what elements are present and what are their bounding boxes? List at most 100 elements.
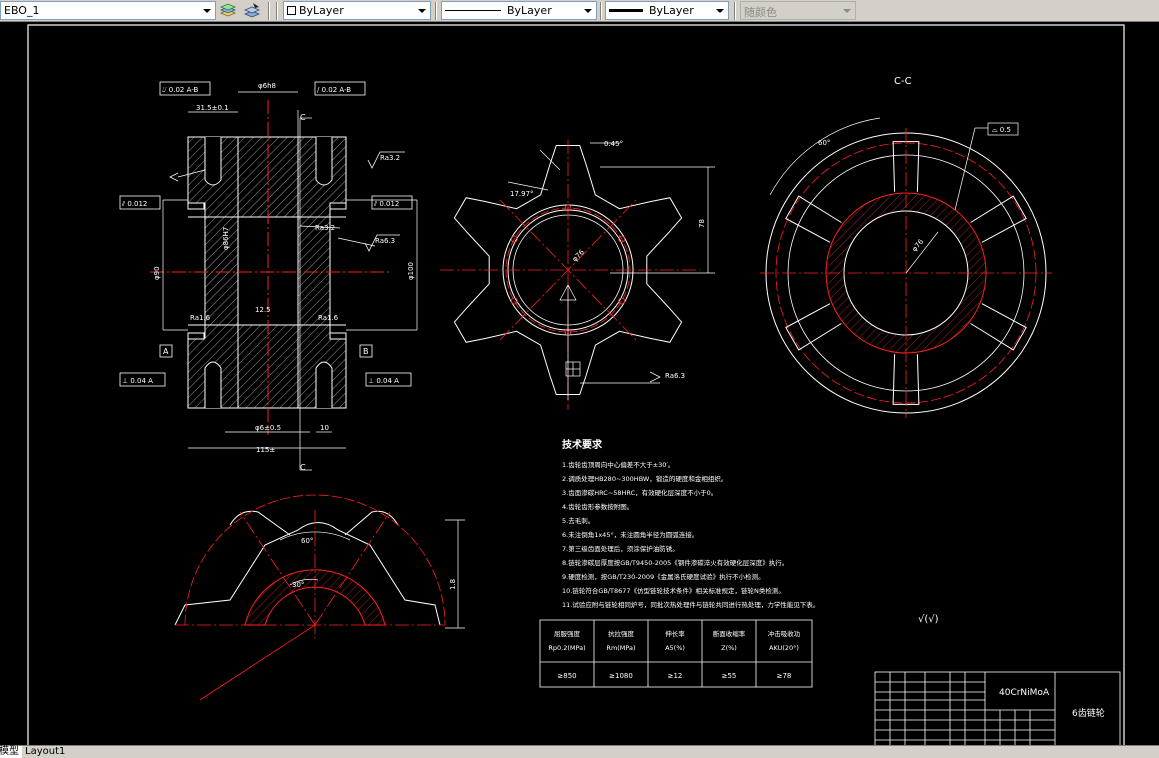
datum-a-label: A: [163, 347, 169, 356]
roughness-text: Ra3.2: [380, 154, 400, 162]
table-value-cell: ≥1080: [609, 672, 633, 680]
linetype-preview: [445, 10, 501, 11]
dim-text: 78: [698, 219, 706, 228]
plot-style-value: 随颜色: [744, 6, 777, 19]
tech-note: 10.链轮符合GB/T8677《仿型链轮技术条件》相关标准规定，链轮N类检测。: [562, 586, 785, 595]
angle-text: 30°: [292, 581, 304, 589]
roughness-note: √(√): [918, 614, 939, 625]
layer-dropdown[interactable]: EBO_1: [0, 1, 216, 20]
front-dimensions: [162, 91, 418, 471]
table-value-cell: ≥78: [777, 672, 792, 680]
tech-note: 7.第三级齿面处理后，须涂保护油防锈。: [562, 544, 679, 553]
toolbar-separator: [268, 2, 270, 20]
dim-text: 12.5: [255, 306, 271, 314]
table-header-cell: 屈服强度: [554, 629, 581, 638]
dim-text: φ6±0.5: [255, 424, 281, 432]
section-label-top: C: [300, 113, 306, 122]
roughness-text: Ra6.3: [375, 237, 395, 245]
dim-text: φ86H7: [222, 227, 230, 250]
angle-text: 60°: [818, 139, 830, 147]
angle-text: 60°: [301, 537, 313, 545]
table-header-cell: 冲击吸收功: [768, 629, 801, 638]
title-block: [874, 671, 1121, 745]
angle-text: 17.97°: [510, 190, 534, 198]
bolt-hole: [618, 297, 626, 305]
dim-text: 10: [320, 424, 329, 432]
tolerance-label: ⌓ 0.5: [992, 126, 1011, 134]
color-dropdown[interactable]: ByLayer: [283, 1, 431, 20]
properties-table: [539, 619, 813, 688]
tech-note: 11.试验应附与链轮相同炉号，同批次热处理件与链轮共同进行热处理，力学性能见下表…: [562, 600, 819, 609]
dim-text: 115±: [256, 446, 275, 454]
section-c-c-view: [760, 117, 1052, 418]
table-value-cell: ≥850: [557, 672, 576, 680]
dim-text: φ100: [407, 262, 415, 280]
table-value-cell: ≥12: [668, 672, 683, 680]
chevron-down-icon[interactable]: [580, 3, 595, 18]
dim-text: φ90: [153, 266, 161, 280]
spoke: [785, 195, 842, 243]
section-label-bottom: C: [300, 463, 306, 472]
table-header-cell: Rm(MPa): [606, 644, 635, 652]
linetype-value: ByLayer: [507, 4, 552, 17]
roughness-text: Ra3.2: [315, 224, 335, 232]
roughness-text: Ra1.6: [190, 314, 211, 322]
tech-note: 8.链轮渗碳层厚度按GB/T9450-2005《钢件渗碳淬火有效硬化层深度》执行…: [562, 558, 788, 567]
plot-style-dropdown[interactable]: 随颜色: [740, 1, 856, 20]
table-header-cell: Z(%): [721, 644, 737, 652]
sprocket-face-view: [440, 140, 715, 410]
sprocket-outline: [453, 145, 683, 395]
lineweight-value: ByLayer: [649, 4, 694, 17]
bolt-hole: [510, 235, 518, 243]
tolerance-label: ⊥ 0.04 A: [368, 377, 399, 385]
tolerance-label: ⫽ 0.012: [373, 200, 399, 208]
table-header-cell: Rp0.2(MPa): [548, 644, 585, 652]
bolt-hole: [618, 235, 626, 243]
tolerance-label: / 0.02 A-B: [317, 86, 351, 94]
tech-note: 3.齿面渗碳HRC~58HRC，有效硬化层深度不小于0。: [562, 488, 717, 497]
tech-requirements-title: 技术要求: [562, 438, 603, 451]
chevron-down-icon[interactable]: [199, 3, 214, 18]
tooth-profile-detail: [174, 494, 465, 701]
tolerance-label: ⊥ 0.04 A: [122, 377, 153, 385]
color-value: ByLayer: [299, 4, 344, 17]
part-name: 6齿链轮: [1072, 707, 1105, 719]
properties-table-text: 屈服强度Rp0.2(MPa)抗拉强度Rm(MPa)伸长率A5(%)断面收缩率Z(…: [548, 629, 800, 680]
chevron-down-icon[interactable]: [414, 3, 429, 18]
tech-notes: 1.齿轮齿顶周向中心偏差不大于±30′。2.调质处理HB280~300HBW，锻…: [562, 460, 819, 609]
table-header-cell: 伸长率: [665, 629, 685, 638]
table-header-cell: A5(%): [665, 644, 685, 652]
material-name: 40CrNiMoA: [999, 688, 1050, 698]
dim-text: 1.8: [449, 579, 457, 590]
lineweight-dropdown[interactable]: ByLayer: [605, 1, 729, 20]
color-swatch-icon: [287, 6, 296, 15]
datum-b-label: B: [363, 347, 369, 356]
linetype-dropdown[interactable]: ByLayer: [441, 1, 597, 20]
toolbar-separator: [276, 2, 278, 20]
spoke: [785, 303, 842, 351]
make-object-layer-current-icon[interactable]: [243, 2, 261, 20]
roughness-text: Ra1.6: [318, 314, 339, 322]
tab-layout1[interactable]: Layout1: [25, 746, 66, 757]
toolbar-separator: [600, 2, 602, 20]
section-view-title: C-C: [894, 76, 912, 87]
dim-text: 31.5±0.1: [196, 104, 229, 112]
chevron-down-icon[interactable]: [712, 3, 727, 18]
layout-tabs: 模型 Layout1: [0, 745, 1159, 758]
bolt-hole: [510, 297, 518, 305]
layer-name: EBO_1: [4, 4, 40, 17]
angle-text: 0.45°: [604, 140, 623, 148]
chevron-down-icon[interactable]: [839, 3, 854, 18]
spoke: [970, 303, 1027, 351]
tech-note: 6.未注倒角1x45°，未注圆角半径为圆弧连接。: [562, 530, 698, 539]
tech-note: 2.调质处理HB280~300HBW，锻造的硬度和金相组织。: [562, 474, 727, 483]
toolbar-separator: [435, 2, 437, 20]
drawing-canvas[interactable]: ⌰ 0.02 A-B / 0.02 A-B ⫽ 0.012 ⫽ 0.012 ⊥ …: [0, 22, 1159, 745]
drawing-border: [27, 24, 1125, 745]
layer-properties-icon[interactable]: [219, 2, 237, 20]
lineweight-preview: [609, 9, 643, 12]
tolerance-frames: [119, 81, 413, 387]
table-header-cell: 断面收缩率: [713, 629, 746, 638]
tech-note: 5.去毛刺。: [562, 516, 594, 525]
tab-model[interactable]: 模型: [0, 746, 22, 758]
